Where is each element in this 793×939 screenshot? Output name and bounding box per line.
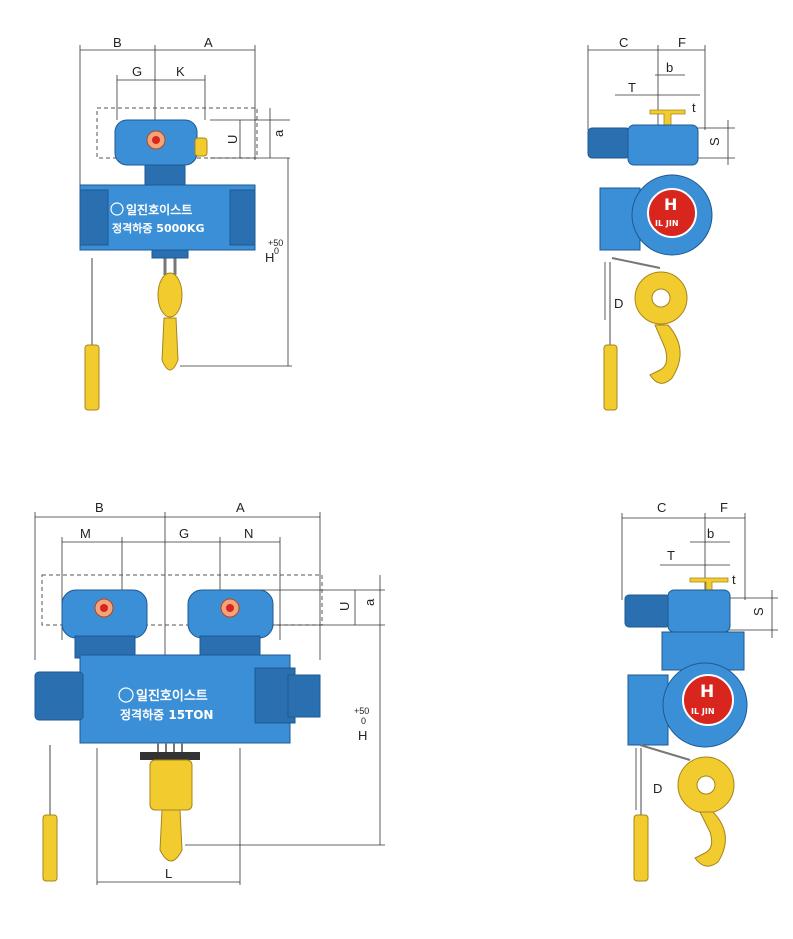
pendant-control	[42, 814, 58, 882]
logo-text: IL JIN	[655, 219, 679, 228]
plate-line2: 정격하중 5000KG	[112, 221, 204, 235]
label-D: D	[614, 296, 623, 311]
single-front-diagram: B A G K U a H +50 0 일진호이스트 정격하중 5000KG	[79, 35, 292, 411]
label-H-tol-zero: 0	[274, 246, 279, 256]
plate-line2: 정격하중 15TON	[120, 707, 213, 722]
label-H-tol-zero: 0	[361, 716, 366, 726]
label-T: T	[667, 548, 675, 563]
double-side-diagram: C F b T t S H IL JIN D	[621, 500, 778, 882]
brand-logo	[110, 202, 124, 216]
label-F: F	[720, 500, 728, 515]
label-C: C	[657, 500, 666, 515]
label-B: B	[95, 500, 104, 515]
hoist-body	[79, 184, 256, 251]
label-U: U	[337, 602, 352, 611]
plate-line1: 일진호이스트	[126, 202, 192, 217]
label-D: D	[653, 781, 662, 796]
plate-line1: 일진호이스트	[136, 688, 208, 704]
label-T: T	[628, 80, 636, 95]
hook-block	[157, 272, 183, 318]
label-H-tol-plus: +50	[268, 238, 283, 248]
brand-logo	[118, 687, 134, 703]
label-M: M	[80, 526, 91, 541]
hook	[161, 317, 179, 371]
label-t: t	[692, 100, 696, 115]
label-F: F	[678, 35, 686, 50]
label-A: A	[236, 500, 245, 515]
label-a: a	[362, 598, 377, 606]
label-A: A	[204, 35, 213, 50]
iljin-logo	[682, 674, 734, 726]
double-front-diagram: B A M G N U a H +50 0 일진호이스트	[34, 500, 385, 885]
label-H-tol-plus: +50	[354, 706, 369, 716]
pendant-control	[84, 344, 100, 411]
label-G: G	[132, 64, 142, 79]
label-K: K	[176, 64, 185, 79]
label-b: b	[666, 60, 673, 75]
label-t: t	[732, 572, 736, 587]
hook-block	[149, 759, 193, 811]
hook	[159, 809, 183, 862]
label-H: H	[358, 728, 367, 743]
label-G: G	[179, 526, 189, 541]
label-N: N	[244, 526, 253, 541]
label-S: S	[751, 607, 766, 616]
logo-text: IL JIN	[691, 707, 715, 716]
label-C: C	[619, 35, 628, 50]
label-L: L	[165, 866, 172, 881]
pendant-control	[603, 344, 618, 411]
label-B: B	[113, 35, 122, 50]
label-a: a	[271, 129, 286, 137]
single-side-diagram: C F b T t S H IL JIN D	[587, 35, 735, 411]
hook	[649, 324, 681, 384]
label-H: H	[265, 250, 274, 265]
label-b: b	[707, 526, 714, 541]
label-S: S	[707, 137, 722, 146]
iljin-logo	[647, 188, 697, 238]
pendant-control	[633, 814, 649, 882]
logo-letter: H	[700, 682, 714, 702]
label-U: U	[225, 135, 240, 144]
logo-letter: H	[664, 195, 677, 214]
hook	[694, 811, 726, 867]
